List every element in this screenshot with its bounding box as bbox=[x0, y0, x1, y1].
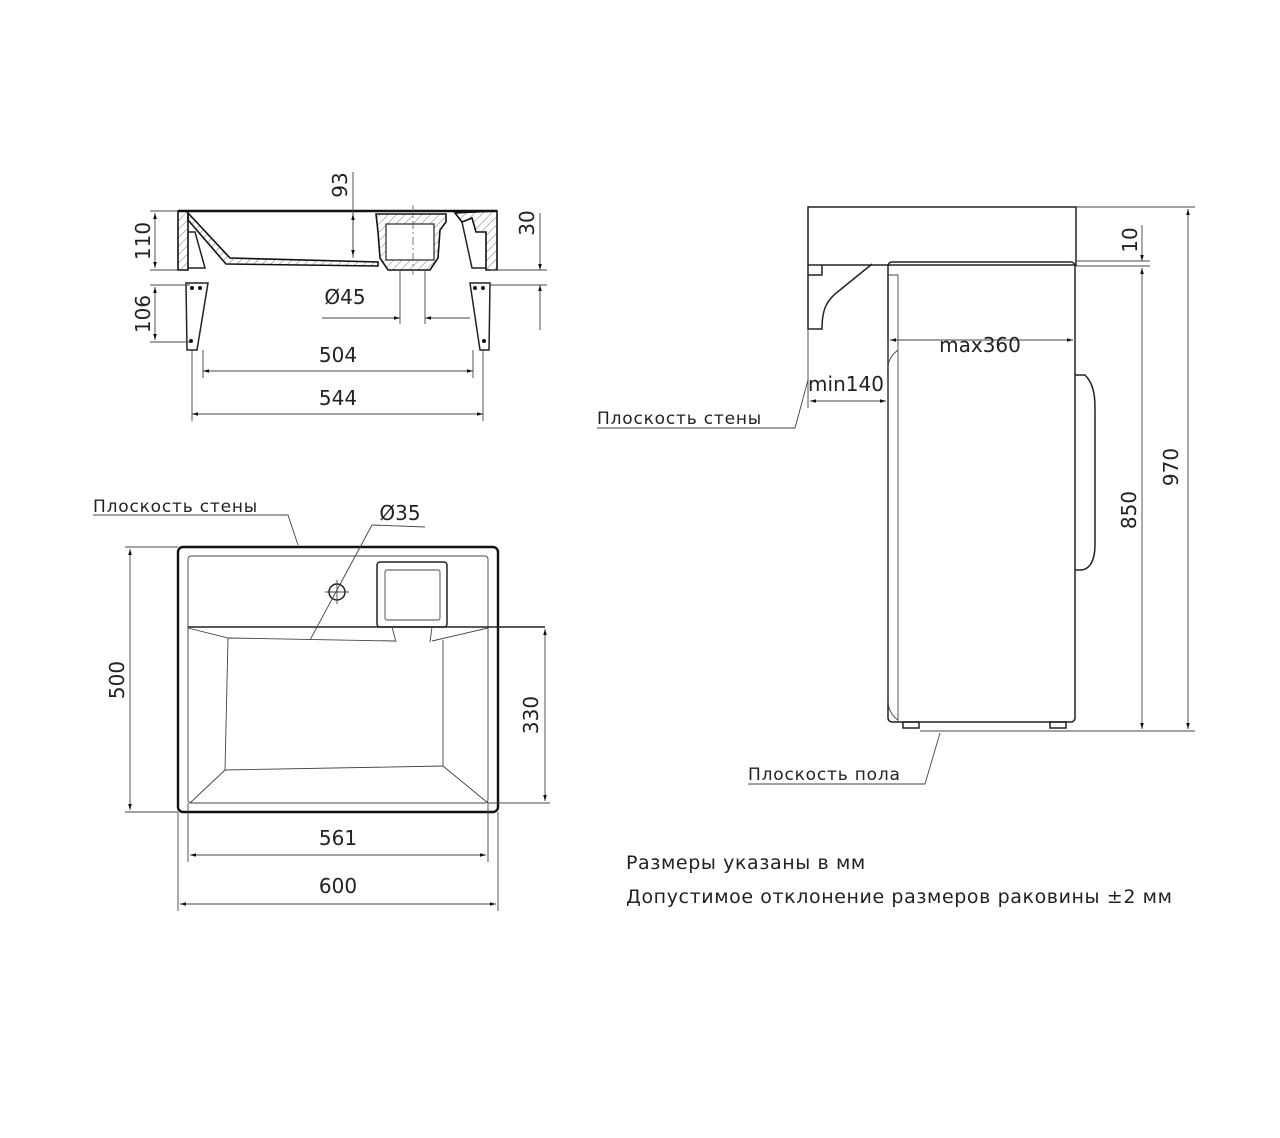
dim-drain-45: Ø45 bbox=[324, 285, 365, 309]
machine-door bbox=[1075, 374, 1096, 571]
dim-561: 561 bbox=[319, 826, 357, 850]
side-wall-label: Плоскость стены bbox=[597, 409, 762, 429]
sink-left-wall bbox=[177, 210, 189, 271]
sink-right-wall bbox=[453, 210, 498, 271]
dim-504: 504 bbox=[319, 343, 357, 367]
dim-330: 330 bbox=[519, 696, 543, 734]
floor-label: Плоскость пола bbox=[748, 765, 901, 785]
dim-93: 93 bbox=[328, 172, 352, 197]
right-bracket bbox=[469, 282, 491, 351]
note-units: Размеры указаны в мм bbox=[626, 852, 866, 874]
dim-970: 970 bbox=[1159, 448, 1183, 486]
plan-view: Ø35 Плоскость стены 500 330 561 600 bbox=[93, 497, 550, 911]
wall-bracket bbox=[807, 263, 873, 330]
side-view: 10 850 970 max360 min140 Плоскость стены… bbox=[597, 206, 1195, 785]
dim-544: 544 bbox=[319, 386, 357, 410]
plan-wall-label: Плоскость стены bbox=[93, 497, 258, 517]
dim-min140: min140 bbox=[808, 372, 884, 396]
left-bracket bbox=[185, 282, 209, 351]
dim-max360: max360 bbox=[939, 333, 1021, 357]
dim-850: 850 bbox=[1117, 491, 1141, 529]
dim-600: 600 bbox=[319, 874, 357, 898]
dim-110: 110 bbox=[131, 222, 155, 260]
note-tolerance: Допустимое отклонение размеров раковины … bbox=[626, 886, 1173, 908]
dim-10: 10 bbox=[1118, 227, 1142, 252]
dim-106: 106 bbox=[131, 295, 155, 333]
drain-box bbox=[376, 561, 448, 628]
dim-500: 500 bbox=[105, 661, 129, 699]
sink-basin-bottom bbox=[187, 210, 379, 267]
dim-30: 30 bbox=[515, 210, 539, 235]
dim-hole-35: Ø35 bbox=[379, 501, 420, 525]
countertop-sink bbox=[807, 206, 1077, 266]
section-view: 110 106 93 30 Ø45 504 544 bbox=[131, 172, 547, 421]
sink-outline bbox=[176, 545, 500, 814]
washing-machine bbox=[887, 261, 1076, 723]
